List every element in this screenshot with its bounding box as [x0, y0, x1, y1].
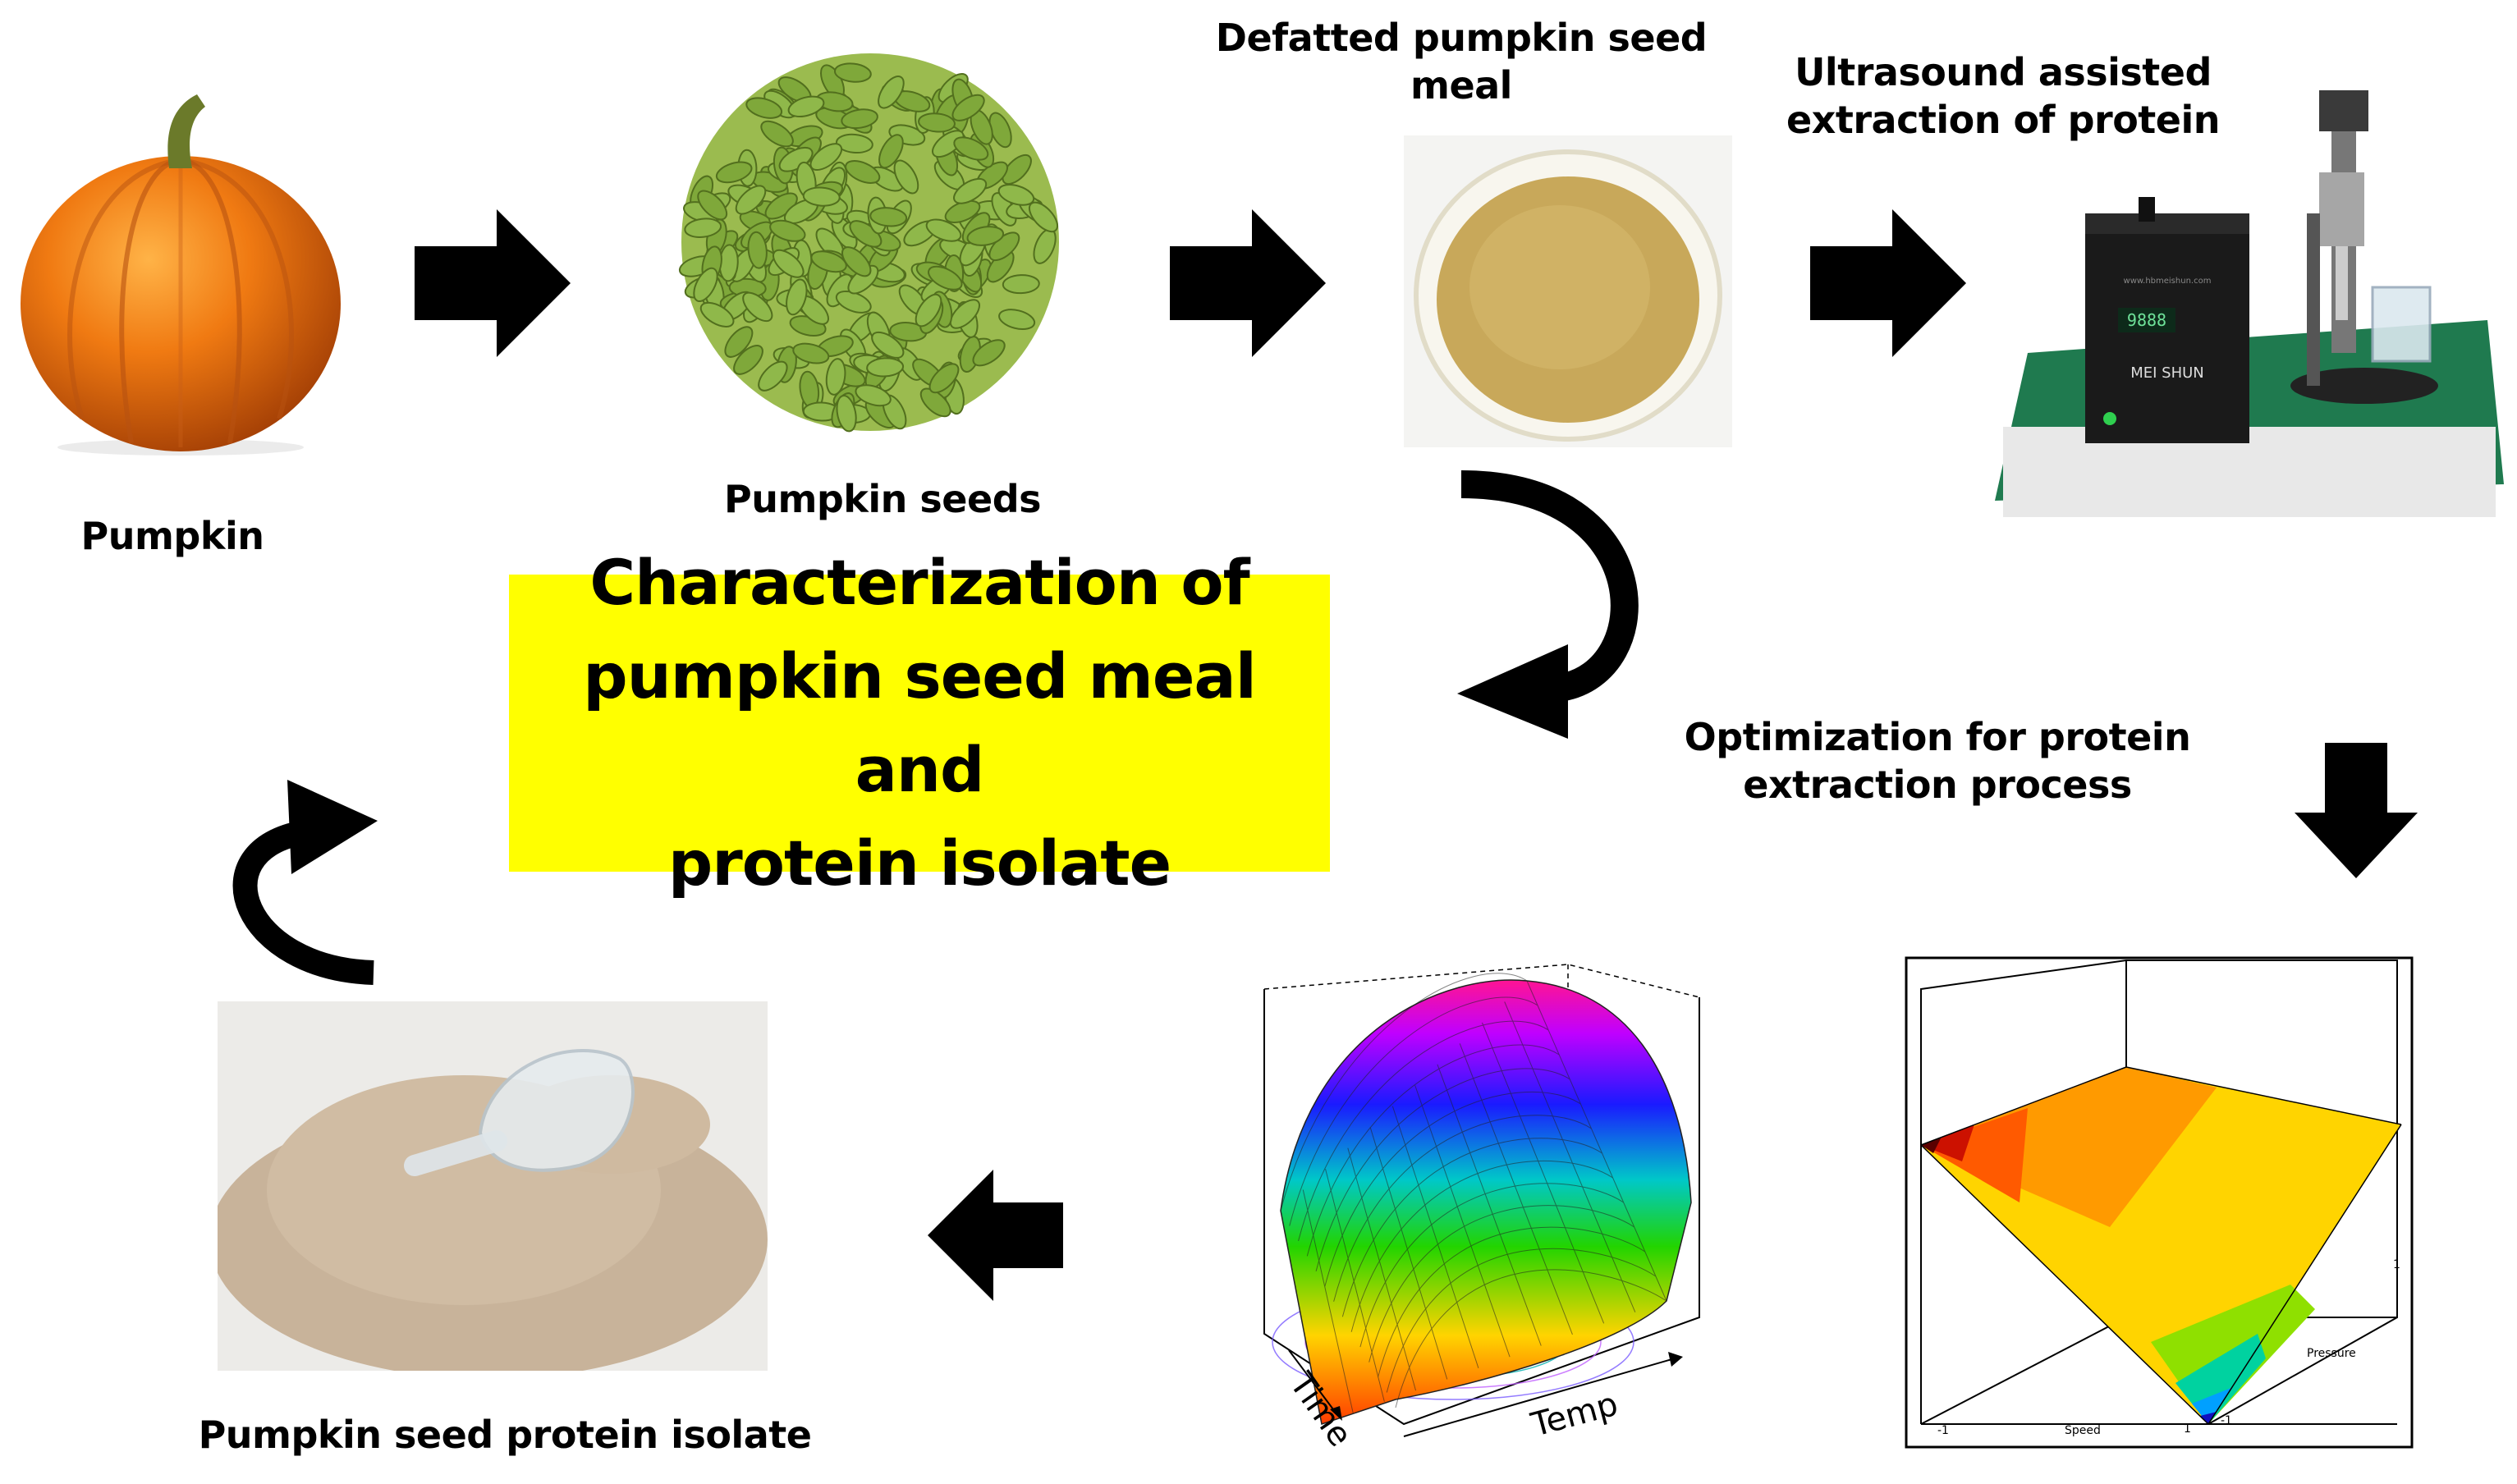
pressure-min-tick: -1 — [2221, 1414, 2232, 1427]
speed-min-tick: -1 — [1937, 1424, 1949, 1437]
arrow-right-icon — [415, 209, 571, 357]
arrow-down-icon — [2295, 743, 2418, 878]
ultrasound-device-image: 9888 MEI SHUN www.hbmeishun.com — [1995, 90, 2504, 517]
temp-axis-label: Temp — [1527, 1386, 1622, 1445]
protein-isolate-image — [218, 1001, 768, 1371]
pressure-axis-label: Pressure — [2307, 1347, 2356, 1360]
pumpkin-seeds-label: Pumpkin seeds — [723, 477, 1042, 521]
pumpkin-label: Pumpkin — [80, 514, 264, 558]
characterization-title: Characterization of pumpkin seed meal an… — [583, 546, 1257, 900]
surface-plot: Time Temp — [1263, 964, 1700, 1449]
pumpkin-image — [21, 94, 341, 456]
curved-arrow-icon — [232, 780, 378, 985]
speed-max-tick: 1 — [2184, 1422, 2191, 1436]
ultrasound-label: Ultrasound assisted extraction of protei… — [1786, 50, 2221, 142]
device-display: 9888 — [2127, 310, 2166, 330]
pressure-max-tick: 1 — [2393, 1258, 2400, 1271]
arrow-left-icon — [928, 1170, 1063, 1301]
pumpkin-seeds-image — [678, 53, 1059, 433]
characterization-box: Characterization of pumpkin seed meal an… — [509, 546, 1330, 900]
defatted-meal-label: Defatted pumpkin seed meal — [1215, 16, 1708, 108]
device-brand: MEI SHUN — [2130, 364, 2204, 382]
optimization-label: Optimization for protein extraction proc… — [1684, 715, 2191, 807]
curved-arrow-icon — [1457, 470, 1639, 739]
arrow-right-icon — [1810, 209, 1966, 357]
defatted-meal-image — [1404, 135, 1732, 447]
contour-plot: -1 1 Speed Pressure -1 1 — [1905, 956, 2414, 1449]
device-url: www.hbmeishun.com — [2124, 277, 2212, 286]
arrow-right-icon — [1170, 209, 1326, 357]
speed-axis-label: Speed — [2065, 1424, 2101, 1437]
protein-isolate-label: Pumpkin seed protein isolate — [198, 1413, 812, 1457]
